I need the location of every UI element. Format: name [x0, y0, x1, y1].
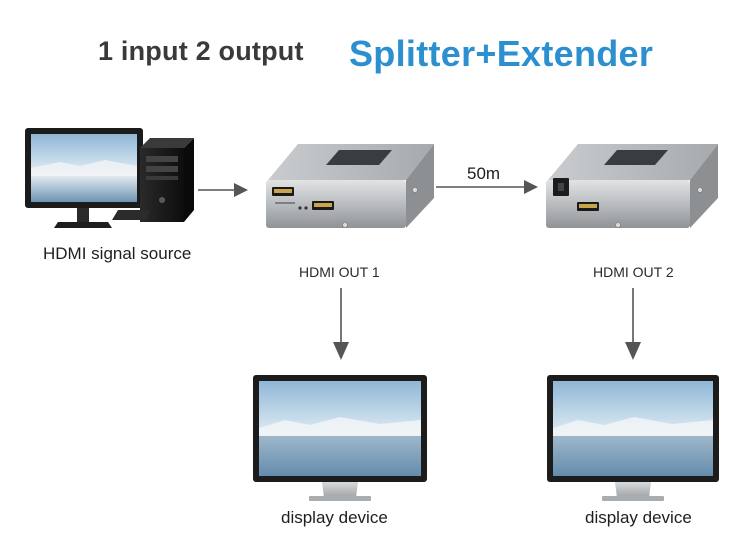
extender-receiver-icon	[546, 144, 718, 228]
distance-label: 50m	[467, 164, 501, 183]
display-device-1-icon	[253, 375, 427, 501]
arrow-source-to-splitter	[198, 183, 248, 197]
pc-source-icon	[25, 128, 194, 228]
display-device-2-icon	[547, 375, 719, 501]
port-label-out-1: HDMI OUT 1	[299, 264, 380, 280]
display-label-1: display device	[281, 508, 388, 527]
title-main: Splitter+Extender	[349, 33, 654, 74]
title-prefix: 1 input 2 output	[98, 36, 304, 66]
arrow-down-out-2	[625, 288, 641, 360]
arrow-down-out-1	[333, 288, 349, 360]
source-label: HDMI signal source	[43, 244, 192, 263]
port-label-out-2: HDMI OUT 2	[593, 264, 674, 280]
splitter-transmitter-icon	[266, 144, 434, 228]
arrow-splitter-to-receiver	[436, 180, 538, 194]
display-label-2: display device	[585, 508, 692, 527]
